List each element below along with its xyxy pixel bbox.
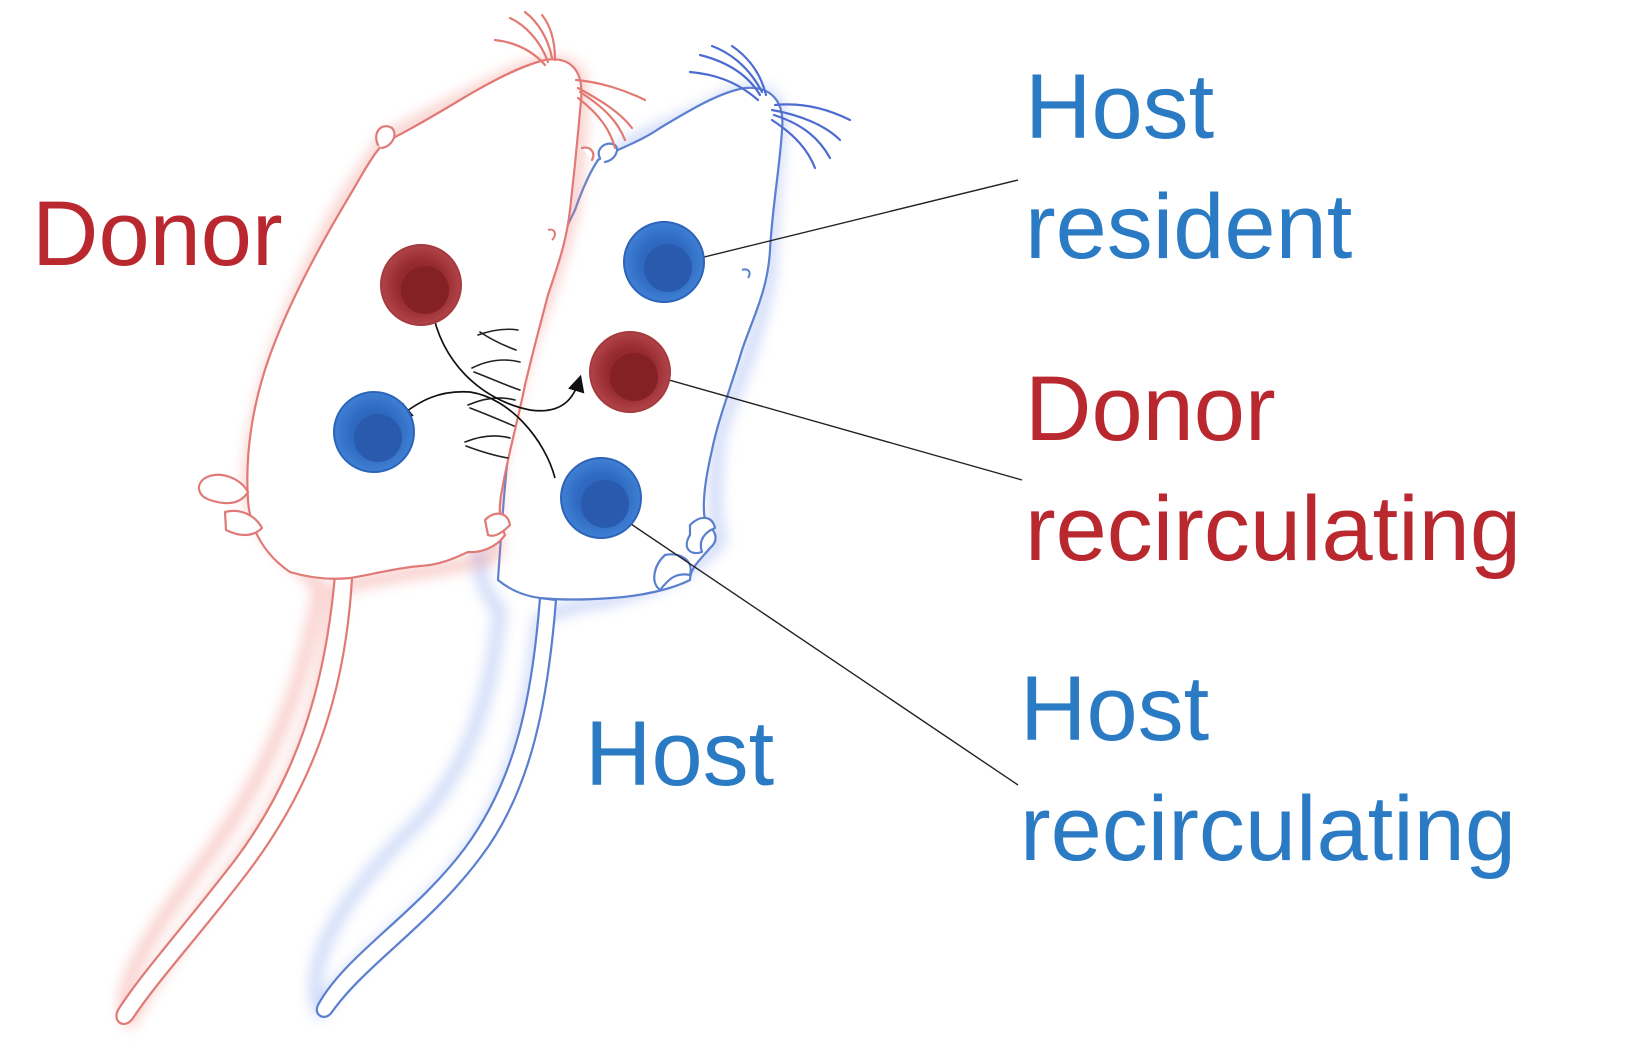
donor-recirculating-label-line2: recirculating <box>1025 478 1521 580</box>
host-recirculating-label-line1: Host <box>1020 658 1209 760</box>
donor-cell-migration-arrow <box>431 307 585 412</box>
host-label: Host <box>585 703 774 805</box>
donor-label: Donor <box>32 183 283 285</box>
suture-marks <box>464 328 521 459</box>
leader-donor-recirculating <box>661 377 1023 481</box>
host-resident-label-line1: Host <box>1025 56 1214 158</box>
leader-host-resident <box>691 179 1019 261</box>
donor-recirculating-cell <box>589 331 671 413</box>
donor-recirculating-label-line1: Donor <box>1025 358 1276 460</box>
migration-arrows <box>395 307 585 479</box>
host-recirculating-label-line2: recirculating <box>1020 778 1516 880</box>
host-cell-migration-arrow <box>395 390 556 479</box>
host-resident-label-line2: resident <box>1025 176 1352 278</box>
leader-lines <box>627 179 1023 786</box>
host-recirculating-cell-in-donor <box>333 391 415 473</box>
leader-host-recirculating <box>627 521 1019 786</box>
host-resident-cell <box>623 221 705 303</box>
host-recirculating-cell <box>560 457 642 539</box>
donor-resident-cell <box>380 244 462 326</box>
